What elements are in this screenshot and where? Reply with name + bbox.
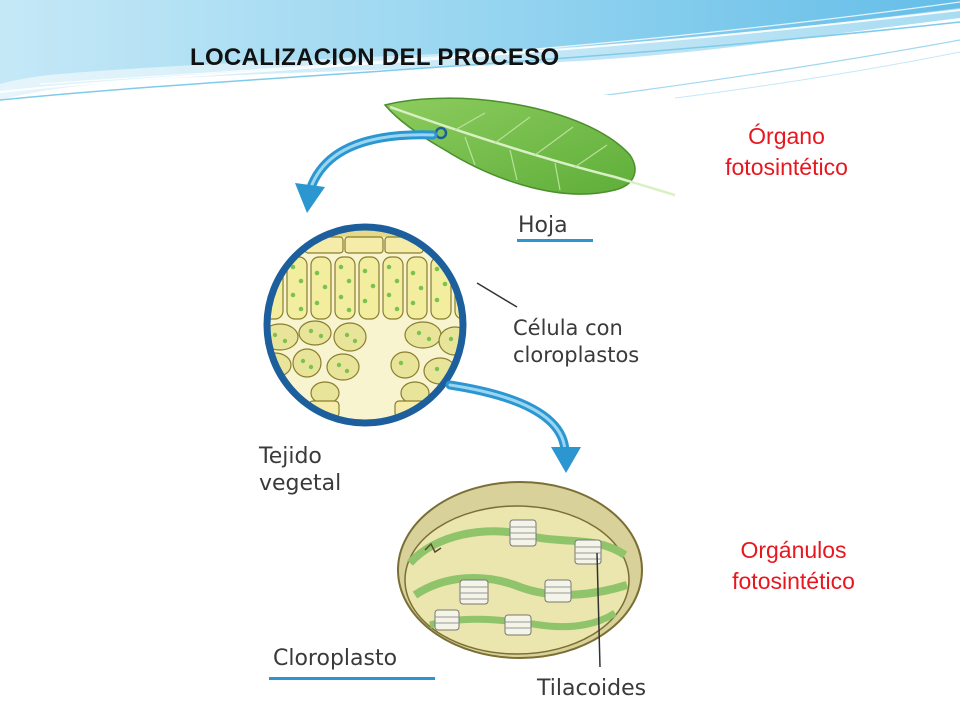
tissue-label: Tejido vegetal [259, 444, 342, 496]
chloroplast-label: Cloroplasto [273, 646, 398, 671]
chloroplast-label-underline [269, 677, 435, 680]
chloroplast-illustration [397, 481, 643, 668]
photosynthesis-diagram: Hoja Célula con cloroplastos Tejido vege… [255, 95, 675, 705]
cell-label: Célula con cloroplastos [513, 316, 640, 367]
leaf-label: Hoja [518, 213, 568, 238]
arrow-leaf-to-tissue [295, 130, 438, 213]
background-swoosh [0, 0, 960, 101]
diagram-illustration [263, 97, 675, 668]
arrow-tissue-to-chloroplast [445, 380, 581, 473]
slide-title: LOCALIZACION DEL PROCESO [190, 44, 560, 71]
organ-callout: Órgano fotosintético [685, 121, 888, 207]
organelles-callout: Orgánulos fotosintético [685, 535, 902, 615]
thylakoids-label: Tilacoides [537, 676, 647, 701]
leaf-label-underline [517, 239, 593, 242]
leaf-illustration [383, 97, 675, 197]
